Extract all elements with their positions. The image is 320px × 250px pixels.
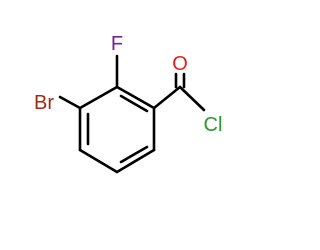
bond-ring-carbonyl xyxy=(152,85,182,110)
atom-label-chlorine: Cl xyxy=(204,114,223,136)
atom-label-oxygen: O xyxy=(172,53,188,75)
atom-label-fluorine: F xyxy=(111,33,123,55)
bond-carbonyl-chlorine xyxy=(178,85,206,112)
ring-bond-d-e xyxy=(78,148,119,174)
bond-ring-bromine xyxy=(58,95,82,110)
ring-bond-a-b xyxy=(115,85,156,110)
ring-bond-f-a xyxy=(78,85,119,110)
ring-bond-c-d xyxy=(115,148,156,174)
ring-double-a-b xyxy=(119,94,149,113)
ring-double-c-d xyxy=(119,145,149,164)
atom-label-bromine: Br xyxy=(34,92,54,114)
structure-diagram: Br F O Cl xyxy=(34,33,223,174)
